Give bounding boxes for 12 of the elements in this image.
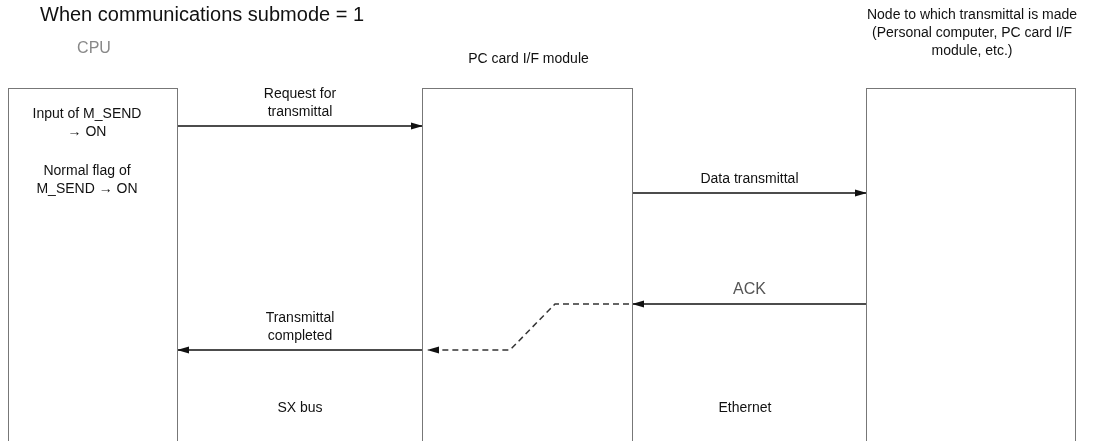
node-heading: CPU [76, 39, 112, 57]
bus-label: Ethernet [717, 398, 773, 416]
arrow [632, 189, 867, 197]
step-text: Normal flag of M_SEND → ON [35, 161, 139, 197]
arrow [632, 300, 867, 308]
bus-label: SX bus [276, 398, 324, 416]
arrow [177, 346, 423, 354]
arrow [177, 122, 423, 130]
diagram-title: When communications submode = 1 [40, 2, 366, 26]
step-text: Input of M_SEND → ON [31, 104, 143, 140]
node-heading: PC card I/F module [467, 49, 590, 67]
node-heading: Node to which transmittal is made (Personal computer, PC card I/F module, etc.) [865, 5, 1079, 59]
